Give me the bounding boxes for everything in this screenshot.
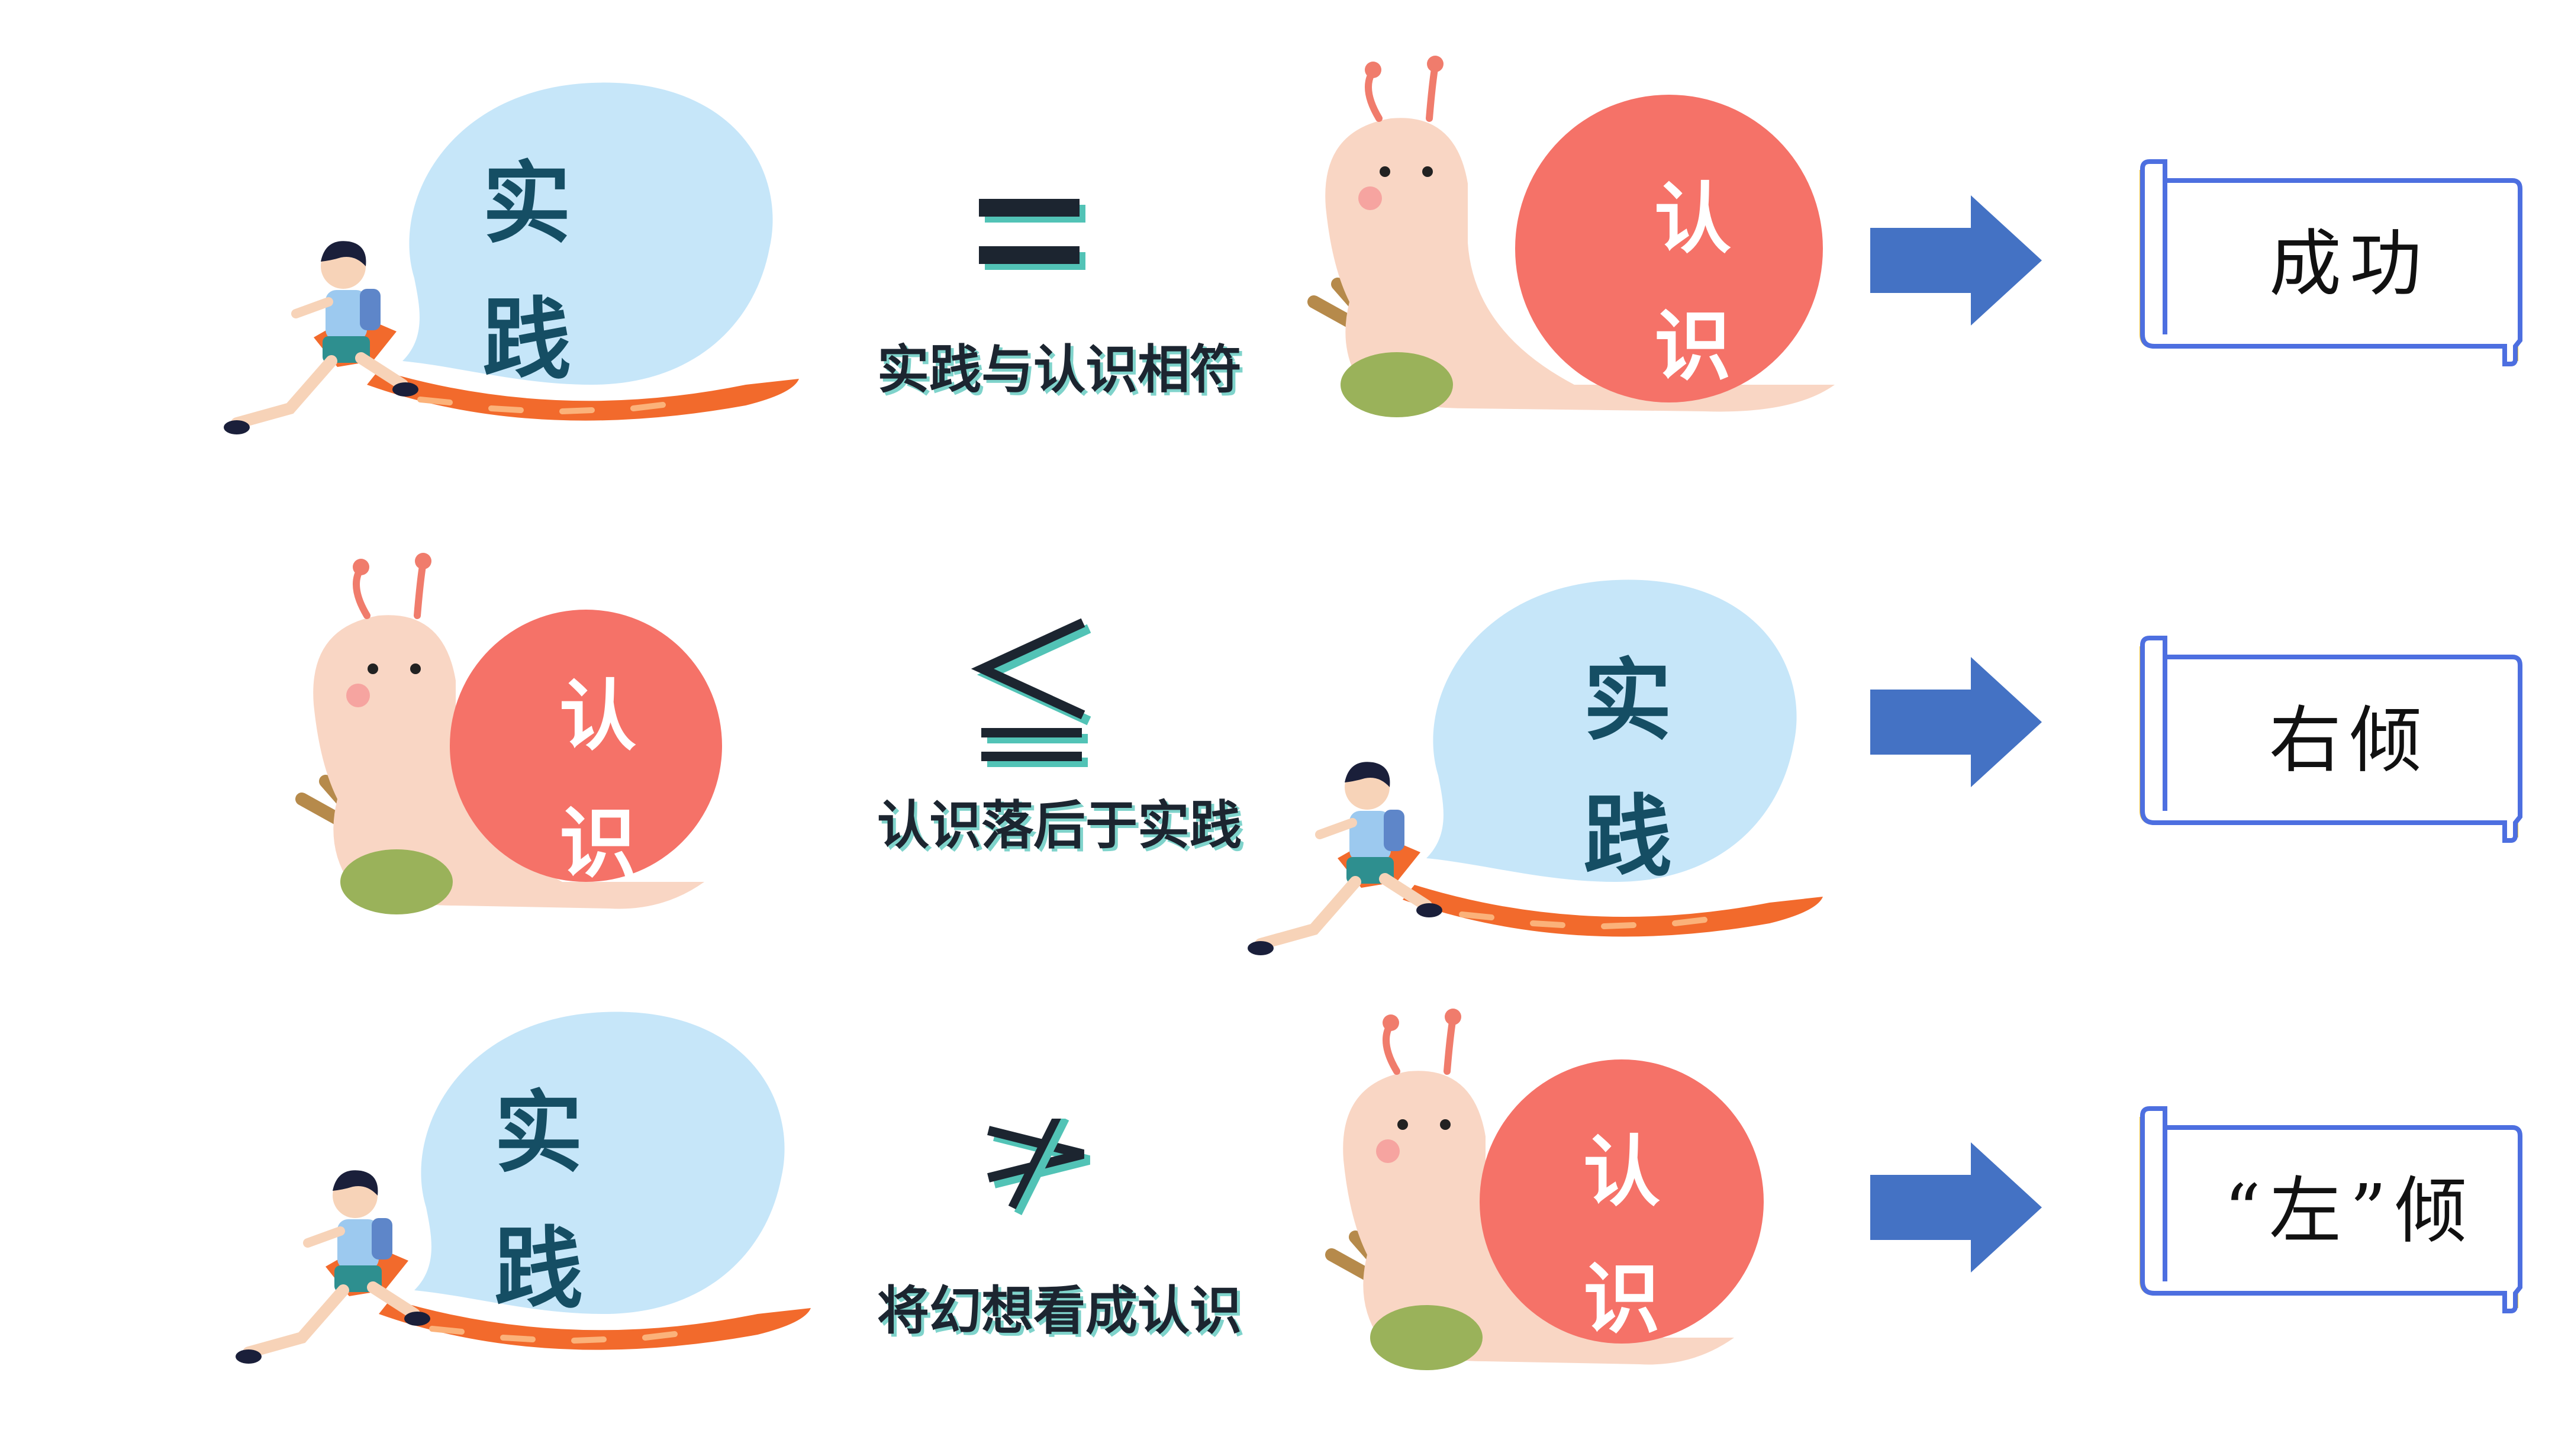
bubble-text-bottom: 践	[1583, 786, 1672, 889]
practice-bubble: 实 践	[224, 53, 876, 503]
bubble-text-top: 实	[494, 1082, 583, 1185]
snail-text-bottom: 识	[1583, 1254, 1660, 1344]
cognition-snail: 认 识	[1290, 53, 1941, 503]
result-label: 成功	[2269, 221, 2430, 306]
bubble-text-top: 实	[1583, 650, 1672, 753]
practice-bubble-graphic	[236, 1012, 811, 1364]
bubble-text-bottom: 践	[482, 289, 571, 392]
snail-text-top: 认	[1654, 174, 1731, 264]
not-greater-symbol	[971, 1110, 1101, 1273]
result-arrow-icon	[1864, 189, 2048, 331]
row-2: 认 识 认识落后于实践	[0, 473, 2555, 955]
snail-text-top: 认	[1583, 1127, 1660, 1217]
running-boy-icon	[1248, 762, 1442, 955]
snail-text-bottom: 识	[1654, 301, 1731, 391]
scroll-frame-icon	[2140, 159, 2522, 366]
scroll-frame-icon	[2140, 1106, 2522, 1313]
practice-bubble: 实 践	[236, 983, 888, 1432]
result-scroll: 成功	[2131, 157, 2533, 370]
snail-text-bottom: 识	[559, 798, 636, 888]
snail-icon	[1325, 1009, 1764, 1370]
practice-bubble: 实 践	[1237, 545, 1888, 994]
snail-text-top: 认	[559, 671, 636, 761]
snail-icon	[295, 553, 722, 914]
practice-bubble-graphic	[224, 82, 799, 434]
cognition-snail: 认 识	[278, 550, 929, 1000]
relation-caption: 认识落后于实践	[877, 795, 1242, 856]
result-label: 右倾	[2269, 698, 2430, 782]
relation-caption: 将幻想看成认识	[877, 1280, 1242, 1341]
running-boy-icon	[224, 241, 418, 434]
less-than-or-equal-symbol	[971, 616, 1101, 769]
cognition-snail: 认 识	[1308, 1006, 1959, 1456]
snail-icon	[1307, 56, 1835, 417]
running-boy-icon	[236, 1170, 430, 1364]
row-1: 实 践 实践与认识相符 认 识	[0, 0, 2555, 473]
result-label: “左”倾	[2224, 1168, 2476, 1253]
bubble-text-bottom: 践	[494, 1218, 583, 1321]
practice-bubble-graphic	[1248, 579, 1823, 955]
relation-caption: 实践与认识相符	[877, 339, 1242, 400]
row-3: 实 践 将幻想看成认识 认 识	[0, 947, 2555, 1420]
result-arrow-icon	[1864, 1136, 2048, 1278]
result-arrow-icon	[1864, 651, 2048, 793]
result-scroll: 右倾	[2131, 633, 2533, 846]
bubble-text-top: 实	[482, 153, 571, 256]
equals-symbol	[971, 178, 1101, 331]
scroll-frame-icon	[2140, 636, 2522, 843]
result-scroll: “左”倾	[2131, 1104, 2533, 1317]
